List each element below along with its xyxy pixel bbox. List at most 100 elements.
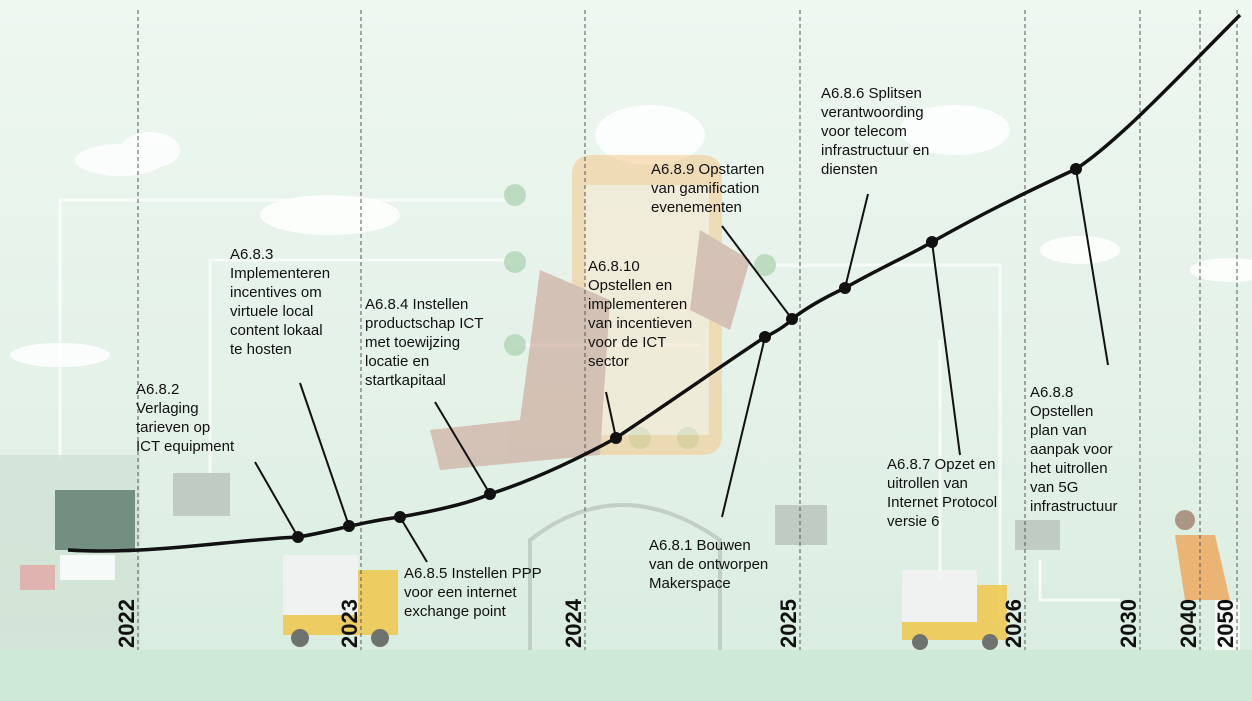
milestone-dot-a6-8-7 (926, 236, 938, 248)
milestone-label-line: A6.8.8 (1030, 384, 1074, 401)
year-2050: 2050 (1213, 599, 1238, 648)
milestone-label-line: het uitrollen (1030, 460, 1108, 477)
milestone-label-line: locatie en (365, 353, 430, 370)
milestone-dot-a6-8-10 (610, 432, 622, 444)
milestone-label-line: aanpak voor (1030, 441, 1113, 458)
milestone-label-line: sector (588, 353, 629, 370)
milestone-label-a6-8-4: A6.8.4 Instellen productschap ICT met toew… (365, 295, 483, 390)
milestone-dot-a6-8-2 (292, 531, 304, 543)
pointer-a6-8-2 (254, 461, 299, 538)
year-2026: 2026 (1001, 599, 1026, 648)
milestone-label-line: A6.8.2 (136, 381, 180, 398)
milestone-dot-a6-8-8 (1070, 163, 1082, 175)
milestone-label-a6-8-9: A6.8.9 Opstarten van gamification evenemen… (651, 160, 764, 217)
year-2023: 2023 (337, 599, 362, 648)
year-2024: 2024 (561, 599, 586, 648)
label-pointers (254, 168, 1109, 563)
phone-illustration (430, 155, 750, 470)
milestone-label-line: startkapitaal (365, 372, 446, 389)
milestone-label-line: infrastructuur en (821, 142, 930, 159)
pointer-a6-8-10 (605, 391, 617, 439)
milestone-dot-a6-8-4 (484, 488, 496, 500)
milestone-label-line: incentives om (230, 284, 322, 301)
milestone-label-line: A6.8.4 Instellen (365, 296, 469, 313)
milestone-label-line: A6.8.9 Opstarten (651, 161, 765, 178)
milestone-dot-a6-8-3 (343, 520, 355, 532)
milestone-label-line: Makerspace (649, 575, 731, 592)
server-box (173, 473, 230, 516)
milestone-label-line: exchange point (404, 603, 506, 620)
milestone-label-line: voor een internet (404, 584, 517, 601)
pointer-a6-8-4 (434, 401, 491, 495)
milestone-label-line: diensten (821, 161, 878, 178)
milestone-label-line: uitrollen van (887, 475, 968, 492)
milestone-label-line: voor telecom (821, 123, 907, 140)
ground-strip (0, 650, 1252, 701)
server-box-2 (775, 505, 827, 545)
year-2022: 2022 (114, 599, 139, 648)
milestone-label-a6-8-6: A6.8.6 Splitsen verantwoording voor teleco… (821, 84, 929, 179)
pointer-a6-8-7 (931, 241, 961, 456)
milestone-label-line: Implementeren (230, 265, 331, 282)
milestone-label-line: van de ontworpen (649, 556, 769, 573)
milestone-label-line: A6.8.5 Instellen PPP (404, 565, 542, 582)
milestone-dots (292, 163, 1082, 543)
milestone-dot-a6-8-1 (759, 331, 771, 343)
gardener-illustration (1175, 510, 1240, 655)
milestone-label-line: van gamification (651, 180, 760, 197)
timeline-curve (67, 13, 1242, 553)
year-2025: 2025 (776, 599, 801, 648)
pointer-a6-8-8 (1075, 168, 1109, 366)
pointer-a6-8-6 (844, 193, 869, 289)
milestone-label-line: implementeren (588, 296, 688, 313)
milestone-label-line: content lokaal (230, 322, 323, 339)
milestone-dot-a6-8-5 (394, 511, 406, 523)
circuit-lines (58, 198, 1120, 620)
milestone-label-line: ICT equipment (136, 438, 235, 455)
truck-left (283, 555, 398, 647)
milestone-label-line: A6.8.7 Opzet en (887, 456, 996, 473)
milestone-label-line: A6.8.6 Splitsen (821, 85, 922, 102)
milestone-label-line: verantwoording (821, 104, 924, 121)
milestone-label-line: van 5G (1030, 479, 1079, 496)
milestone-label-line: productschap ICT (365, 315, 484, 332)
milestone-label-line: infrastructuur (1030, 498, 1118, 515)
milestone-label-line: virtuele local (230, 303, 314, 320)
milestone-label-line: voor de ICT (588, 334, 667, 351)
server-box-3 (1015, 520, 1060, 550)
pointer-a6-8-5 (399, 516, 428, 563)
milestone-label-a6-8-5: A6.8.5 Instellen PPP voor een internet exc… (404, 564, 542, 621)
greenhouse-shape (528, 503, 722, 650)
milestone-label-line: van incentieven (588, 315, 693, 332)
milestone-dot-a6-8-6 (839, 282, 851, 294)
milestone-label-line: Opstellen (1030, 403, 1094, 420)
pointer-a6-8-1 (721, 336, 766, 518)
milestone-label-line: A6.8.10 (588, 258, 640, 275)
milestone-label-line: tarieven op (136, 419, 211, 436)
milestone-label-line: Verlaging (136, 400, 199, 417)
pointer-a6-8-3 (299, 382, 350, 527)
milestone-label-line: A6.8.1 Bouwen (649, 537, 751, 554)
milestone-label-line: te hosten (230, 341, 292, 358)
truck-right (902, 570, 1007, 650)
milestone-label-line: Opstellen en (588, 277, 673, 294)
milestone-label-line: met toewijzing (365, 334, 461, 351)
year-2040: 2040 (1176, 599, 1201, 648)
pointer-a6-8-9 (721, 225, 793, 320)
milestone-dot-a6-8-9 (786, 313, 798, 325)
year-dividers (137, 10, 1238, 650)
milestone-label-line: A6.8.3 (230, 246, 274, 263)
year-2030: 2030 (1116, 599, 1141, 648)
milestone-label-line: versie 6 (887, 513, 940, 530)
milestone-label-line: Internet Protocol (887, 494, 998, 511)
milestone-label-line: plan van (1030, 422, 1087, 439)
milestone-label-line: evenementen (651, 199, 742, 216)
